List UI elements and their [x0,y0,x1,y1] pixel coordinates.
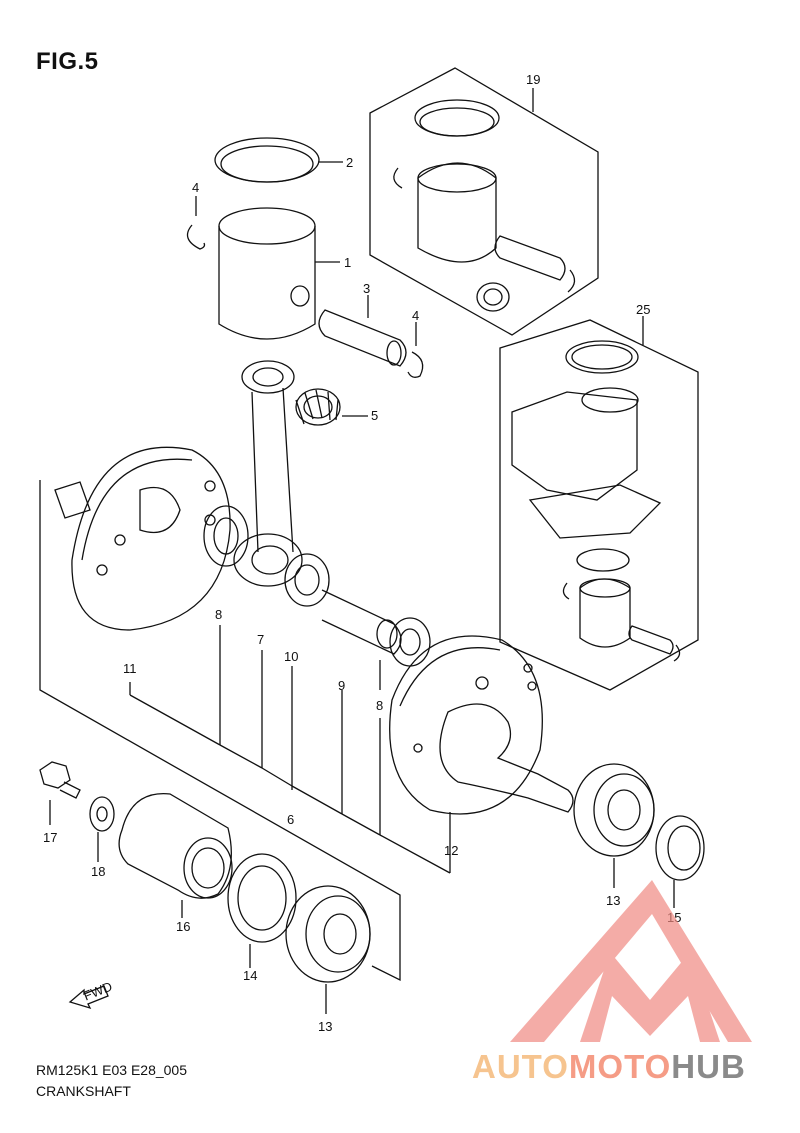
callout-labels: 1 2 3 4 4 5 6 7 8 8 9 10 11 12 13 13 14 … [43,72,681,1034]
callout-10: 10 [284,649,298,664]
callout-8-right: 8 [376,698,383,713]
callout-12: 12 [444,843,458,858]
main-bearing-13-right [573,763,655,857]
crankshaft-half-11 [54,446,231,631]
callout-9: 9 [338,678,345,693]
circlip-4-upper [186,224,206,250]
oil-seal-14 [227,853,297,943]
thrust-washer-8-right [389,617,431,667]
crankshaft-half-12 [389,635,574,815]
callout-8-left: 8 [215,607,222,622]
figure-code: RM125K1 E03 E28_005 [36,1062,187,1078]
callout-25: 25 [636,302,650,317]
callout-19: 19 [526,72,540,87]
leader-lines [49,88,675,1014]
piston-pin-3 [318,309,407,367]
piston-1 [218,207,316,340]
watermark-logo-mark [510,880,752,1042]
callout-18: 18 [91,864,105,879]
primary-drive-gear-16 [118,793,233,899]
callout-4-upper: 4 [192,180,199,195]
watermark-part-2: MOTO [568,1048,672,1085]
watermark-part-3: HUB [671,1048,746,1085]
circlip-4-lower [407,351,424,378]
callout-7: 7 [257,632,264,647]
piston-kit-box-19 [369,67,599,336]
watermark-part-1: AUTO [472,1048,569,1085]
big-end-bearing-10 [284,553,330,607]
bolt-17 [39,761,81,799]
callout-1: 1 [344,255,351,270]
figure-title: FIG.5 [36,48,99,75]
main-bearing-13-lower [285,885,371,983]
callout-13-lower: 13 [318,1019,332,1034]
watermark-text: AUTOMOTOHUB [472,1048,746,1086]
callout-2: 2 [346,155,353,170]
callout-11: 11 [123,661,137,676]
cylinder-kit-box-25 [499,319,699,691]
small-end-bearing-5 [295,388,341,426]
crank-pin-9 [321,589,402,655]
callout-6: 6 [287,812,294,827]
washer-18 [89,796,115,832]
figure-name: CRANKSHAFT [36,1083,131,1099]
connecting-rod-7 [233,360,303,587]
callout-13-right: 13 [606,893,620,908]
oil-seal-15 [655,815,705,881]
callout-17: 17 [43,830,57,845]
assembly-bracket [39,480,451,982]
callout-3: 3 [363,281,370,296]
callout-14: 14 [243,968,257,983]
fwd-arrow-icon [68,985,109,1010]
callout-16: 16 [176,919,190,934]
callout-5: 5 [371,408,378,423]
callout-4-lower: 4 [412,308,419,323]
